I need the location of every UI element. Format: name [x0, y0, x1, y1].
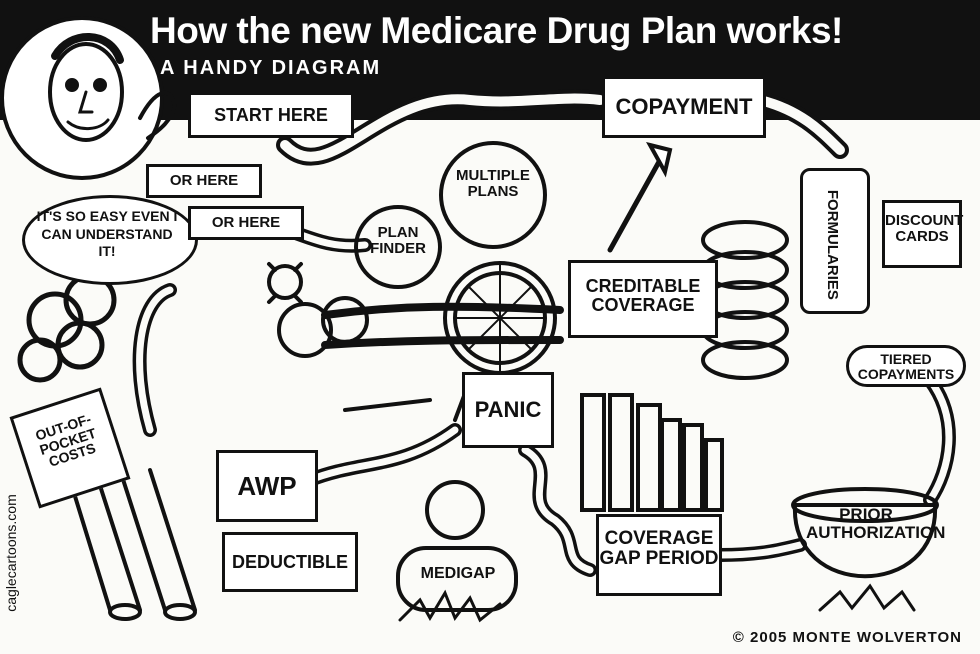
page-title: How the new Medicare Drug Plan works! — [150, 10, 843, 51]
awp-box: AWP — [216, 450, 318, 522]
multiple-plans-label: MULTIPLE PLANS — [456, 167, 530, 200]
deductible-box: DEDUCTIBLE — [222, 532, 358, 592]
out-of-pocket-pipes — [68, 468, 197, 621]
tiered-copayments-tank: TIERED COPAYMENTS — [846, 345, 966, 387]
multiple-plans-sphere — [439, 141, 547, 249]
watermark: caglecartoons.com — [2, 494, 19, 612]
cauldron — [792, 503, 938, 579]
pipe-knot — [17, 273, 117, 383]
formularies-label: FORMULARIES — [823, 189, 841, 300]
creditable-coverage-box: CREDITABLE COVERAGE — [568, 260, 718, 338]
speech-bubble-text: IT'S SO EASY EVEN I CAN UNDERSTAND IT! — [36, 208, 178, 259]
page-subtitle: A HANDY DIAGRAM — [160, 57, 382, 79]
or-here-sign-2: OR HERE — [188, 206, 304, 240]
discount-cards-box: DISCOUNT CARDS — [882, 200, 963, 268]
start-here-sign: START HERE — [188, 92, 354, 138]
or-here-sign-1: OR HERE — [146, 164, 262, 198]
prior-authorization-label: PRIOR AUTHORIZATION — [806, 505, 946, 542]
arrow-shaft — [607, 157, 663, 253]
plan-finder-tank — [354, 205, 442, 289]
artist-credit: © 2005 MONTE WOLVERTON — [732, 629, 962, 646]
organ-pipes — [580, 393, 724, 512]
medigap-tank — [396, 546, 518, 612]
panic-box: PANIC — [462, 372, 554, 448]
fire-medigap — [398, 589, 502, 623]
caricature — [0, 16, 178, 180]
belt — [321, 302, 564, 319]
copayment-box: COPAYMENT — [602, 76, 766, 138]
medigap-label: MEDIGAP — [420, 565, 496, 582]
coverage-gap-period-box: COVERAGE GAP PERIOD — [596, 514, 722, 596]
fire-cauldron — [818, 583, 916, 612]
speech-bubble — [22, 195, 198, 285]
pointing-hand — [343, 398, 432, 412]
formularies-tank — [800, 168, 870, 314]
plan-finder-label: PLAN FINDER — [370, 224, 426, 257]
